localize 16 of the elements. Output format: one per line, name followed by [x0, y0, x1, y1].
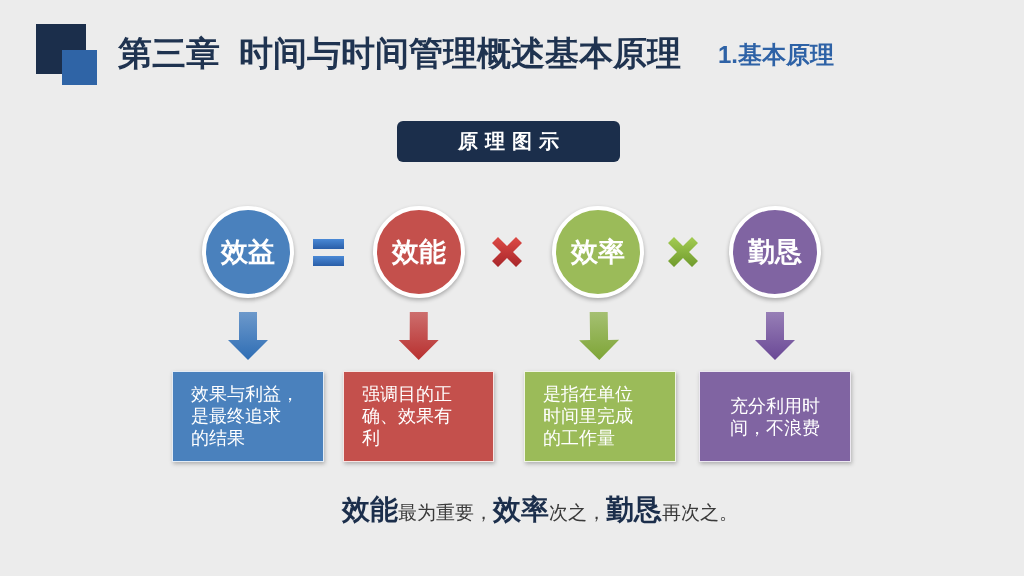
text-box: 是指在单位时间里完成的工作量: [524, 371, 676, 462]
circle-node: 效益: [202, 206, 294, 298]
section-label: 1.基本原理: [718, 40, 834, 70]
down-arrow: [228, 312, 268, 360]
circle-node: 效能: [373, 206, 465, 298]
circle-node: 效率: [552, 206, 644, 298]
text-box: 强调目的正确、效果有利: [343, 371, 494, 462]
circle-node: 勤恳: [729, 206, 821, 298]
summary-sentence: 效能最为重要，效率次之，勤恳再次之。: [342, 493, 738, 527]
title: 第三章 时间与时间管理概述基本原理: [118, 33, 682, 73]
text-box: 效果与利益，是最终追求的结果: [172, 371, 324, 462]
text-box: 充分利用时间，不浪费: [699, 371, 851, 462]
down-arrow: [398, 312, 439, 360]
down-arrow: [579, 311, 620, 360]
heading-box: 原理图示: [397, 121, 620, 162]
down-arrow: [755, 312, 795, 360]
